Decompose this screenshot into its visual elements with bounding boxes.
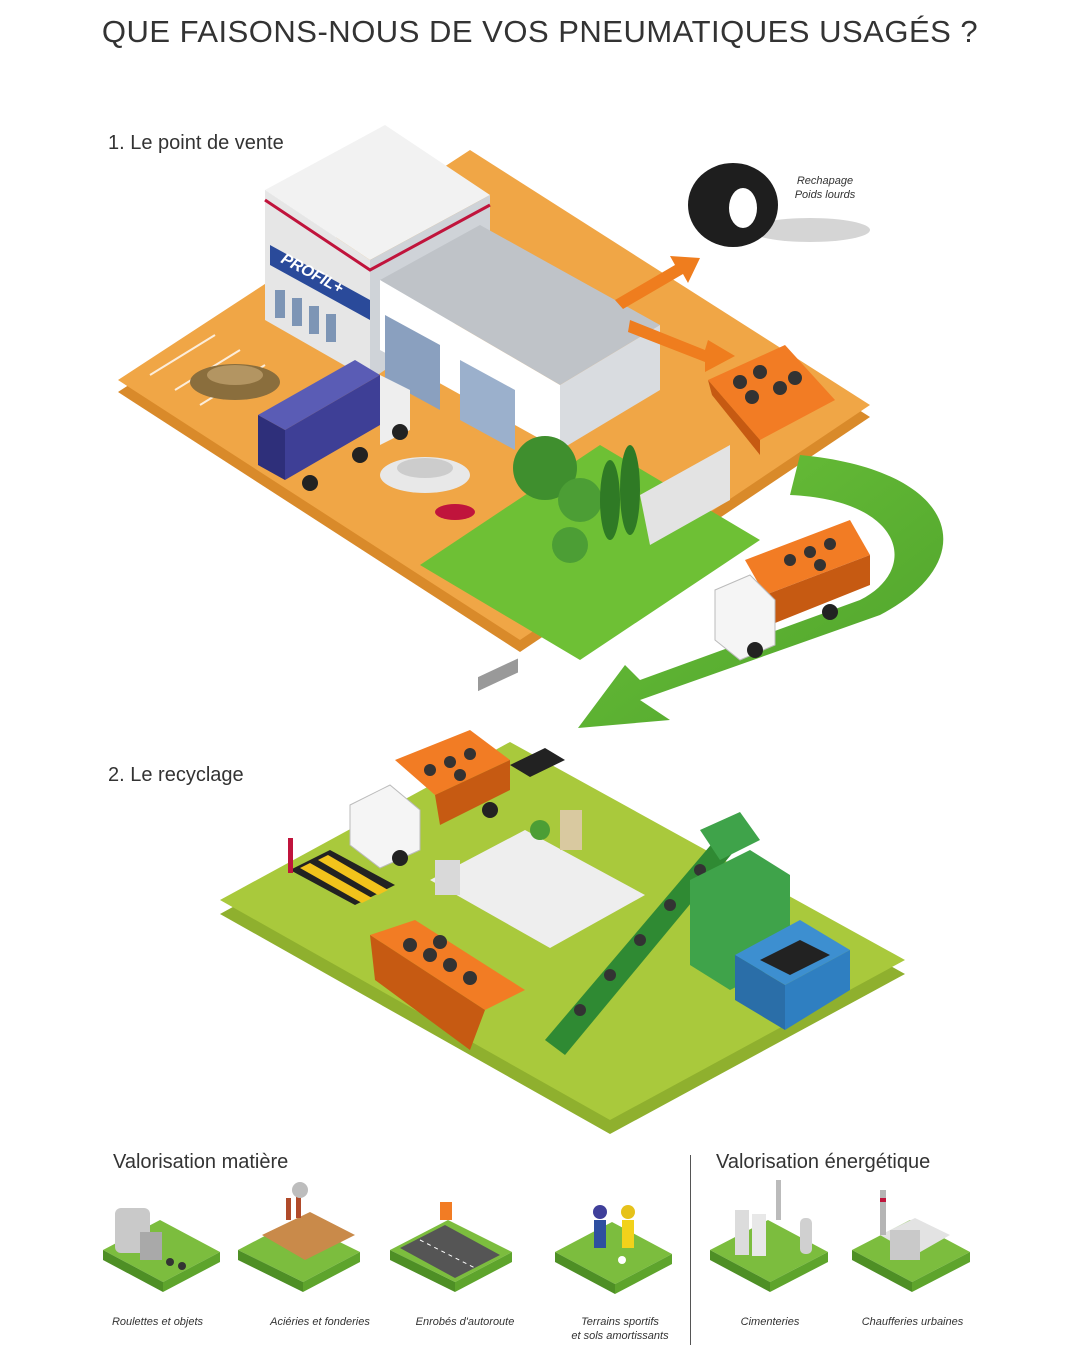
orange-arrow-right: [628, 320, 735, 372]
energy-recovery-title: Valorisation énergétique: [716, 1151, 931, 1173]
tile-terrains: [555, 1205, 672, 1294]
blue-bin: [735, 920, 850, 1030]
tyre-bin-orange-1: [708, 345, 835, 455]
caption-terrains-line-1: Terrains sportifs: [581, 1316, 659, 1328]
caption-chaufferies: Chaufferies urbaines: [861, 1316, 964, 1328]
hazard-stripes: [290, 748, 565, 905]
caption-acieries: Aciéries et fonderies: [270, 1316, 370, 1328]
trees: [513, 436, 730, 563]
step-2-label: 2. Le recyclage: [108, 764, 244, 786]
tile-enrobes: [390, 1202, 512, 1292]
blue-truck: [258, 360, 410, 491]
motorbike: [435, 504, 475, 520]
tile-acieries: [238, 1182, 360, 1292]
car-brown: [190, 364, 280, 400]
tyre-bin-orange-2: [370, 920, 525, 1050]
dump-truck-weighbridge: [288, 730, 510, 873]
orange-arrow-up: [615, 256, 700, 309]
car-white: [380, 457, 470, 493]
tile-cimenteries: [710, 1180, 828, 1292]
caption-enrobes: Enrobés d'autoroute: [415, 1316, 515, 1328]
retread-line-2: Poids lourds: [794, 189, 856, 201]
page-title: QUE FAISONS-NOUS DE VOS PNEUMATIQUES USA…: [101, 14, 979, 49]
section-divider: [690, 1155, 691, 1345]
caption-roulettes: Roulettes et objets: [111, 1316, 204, 1328]
tile-roulettes: [103, 1208, 220, 1292]
recovery-icons: [103, 1180, 970, 1294]
retread-line-1: Rechapage: [796, 175, 854, 187]
retread-tyre: [688, 163, 870, 247]
shop-building: PROFIL+: [264, 125, 660, 450]
green-flow-arrow: [578, 455, 944, 728]
conveyor-shredder: [545, 812, 790, 1055]
caption-terrains-line-2: et sols amortissants: [571, 1330, 669, 1342]
material-recovery-title: Valorisation matière: [113, 1151, 289, 1173]
retread-caption: Rechapage Poids lourds: [780, 174, 870, 202]
caption-terrains: Terrains sportifs et sols amortissants: [555, 1315, 685, 1343]
caption-cimenteries: Cimenteries: [740, 1316, 800, 1328]
tile-chaufferies: [852, 1190, 970, 1292]
step-1-label: 1. Le point de vente: [108, 132, 284, 154]
recycling-platform: [220, 658, 905, 1134]
dump-truck-transit: [714, 520, 870, 661]
